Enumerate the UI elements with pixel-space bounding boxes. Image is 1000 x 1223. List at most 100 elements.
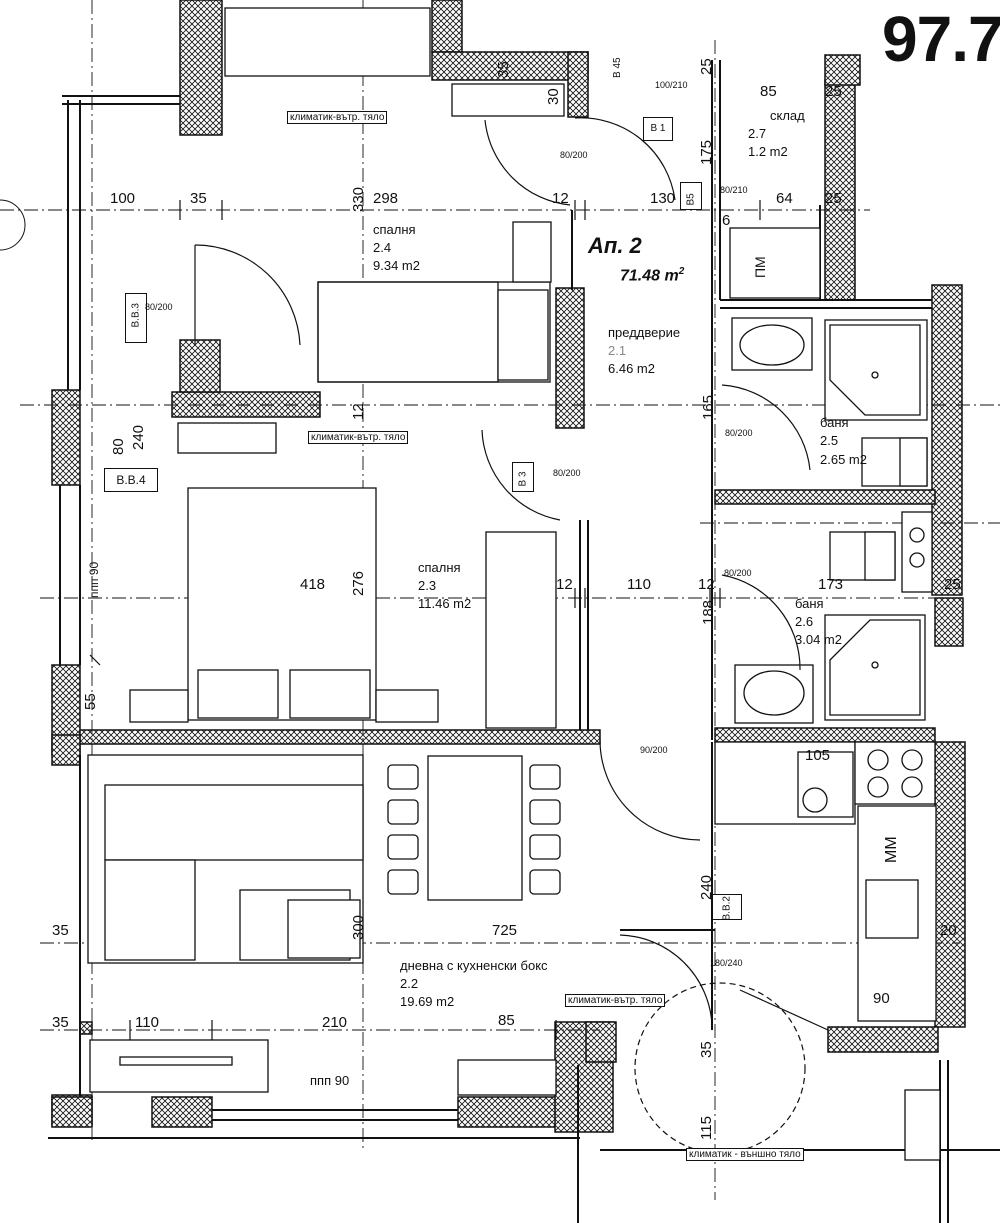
- wall-bath-bottom: [714, 727, 936, 743]
- dim-12c: 12: [556, 576, 573, 593]
- room-living-name: дневна с кухненски бокс: [400, 958, 548, 973]
- dim-100: 100: [110, 190, 136, 207]
- room-storage-area: 1.2 m2: [748, 144, 788, 159]
- door-f6: 90/200: [640, 745, 668, 755]
- window-label-left: ппп 90: [87, 561, 101, 598]
- dim-725: 725: [492, 922, 518, 939]
- dim-298: 298: [373, 190, 399, 207]
- tag-b1: В 1: [643, 117, 673, 141]
- wall-bed23-bottom: [79, 729, 601, 745]
- dim-240c: 240: [130, 424, 147, 450]
- wall-bath-right2: [934, 597, 964, 647]
- apartment-name: Ап. 2: [588, 233, 642, 258]
- dim-35e: 35: [698, 1041, 715, 1058]
- tag-bb4: В.В.4: [104, 468, 158, 492]
- dim-30: 30: [545, 88, 562, 105]
- ac-label-living: климатик-вътр. тяло: [565, 994, 666, 1007]
- dim-110b: 110: [135, 1014, 159, 1031]
- ac-label-outdoor: климатик - външно тяло: [686, 1148, 804, 1161]
- wall-hall-col: [555, 287, 585, 429]
- dim-115: 115: [698, 1116, 715, 1140]
- dim-330: 330: [350, 186, 367, 212]
- door-f1: 80/200: [560, 150, 588, 160]
- dim-85: 85: [760, 83, 777, 100]
- room-hall-area: 6.46 m2: [608, 361, 655, 376]
- dim-35b: 35: [495, 61, 512, 78]
- tag-bb3: В.В.3: [125, 293, 147, 343]
- dim-12a: 12: [552, 190, 569, 207]
- room-hall-name: преддверие: [608, 325, 681, 340]
- room-storage-name: склад: [770, 108, 805, 123]
- wall-top-left: [179, 0, 223, 136]
- wall-kitchen-bottom: [827, 1026, 939, 1053]
- room-living-area: 19.69 m2: [400, 994, 455, 1009]
- door-f2: 80/200: [553, 468, 581, 478]
- dim-90: 90: [873, 990, 890, 1007]
- dim-80: 80: [110, 438, 127, 455]
- dim-20: 20: [940, 922, 957, 939]
- room-bath25-area: 2.65 m2: [820, 452, 867, 467]
- room-living-num: 2.2: [400, 976, 419, 991]
- room-storage-num: 2.7: [748, 126, 767, 141]
- dim-12d: 12: [698, 576, 715, 593]
- tag-pm: ПМ: [745, 235, 775, 291]
- dim-35a: 35: [190, 190, 207, 207]
- dim-188: 188: [700, 599, 717, 625]
- shower-25: [824, 319, 928, 421]
- dim-210: 210: [322, 1014, 348, 1031]
- dim-110a: 110: [627, 576, 651, 593]
- room-hall-num: 2.1: [608, 343, 627, 358]
- room-bath25-name: баня: [820, 415, 849, 430]
- wall-bed24-stub: [179, 339, 221, 393]
- door-f9: 80/200: [145, 302, 173, 312]
- dim-85b: 85: [498, 1012, 515, 1029]
- dim-175: 175: [698, 139, 715, 165]
- wall-right-top: [824, 54, 861, 86]
- wall-left-a: [51, 389, 81, 486]
- dim-12b: 12: [350, 403, 367, 420]
- tag-bb2: В.В.2: [712, 894, 742, 921]
- dim-276: 276: [350, 570, 367, 596]
- wall-top-mid: [431, 0, 463, 53]
- door-f3: 80/200: [725, 428, 753, 438]
- room-bath26-name: баня: [795, 596, 824, 611]
- room-bath26-num: 2.6: [795, 614, 814, 629]
- dim-6: 6: [722, 212, 731, 229]
- dim-25b: 25: [698, 58, 715, 75]
- wall-col-1: [51, 734, 81, 766]
- dimension-ticks: [89, 200, 761, 1040]
- dim-105: 105: [805, 747, 831, 764]
- wall-kitchen-right: [934, 741, 966, 1028]
- door-f5: 80/200: [724, 568, 752, 578]
- dim-64: 64: [776, 190, 793, 207]
- room-bed24-name: спалня: [373, 222, 416, 237]
- wall-bottom-a: [51, 1096, 93, 1128]
- room-bed24-num: 2.4: [373, 240, 392, 255]
- room-bed24-area: 9.34 m2: [373, 258, 420, 273]
- dim-173: 173: [818, 576, 844, 593]
- dim-300: 300: [350, 914, 367, 940]
- wall-col-2: [79, 1021, 93, 1035]
- wall-entry-r: [585, 1021, 617, 1063]
- wall-shaft-r: [567, 51, 589, 118]
- room-bed23-name: спалня: [418, 560, 461, 575]
- stove: [854, 741, 936, 805]
- dim-25c: 25: [825, 83, 842, 100]
- window-label-bottom: ппп 90: [310, 1073, 350, 1088]
- dim-165: 165: [700, 394, 717, 420]
- dim-25a: 25: [825, 190, 842, 207]
- tag-mm: ММ: [872, 812, 912, 872]
- room-bed23-area: 11.46 m2: [418, 596, 472, 611]
- room-bed23-num: 2.3: [418, 578, 437, 593]
- dim-35c: 35: [52, 922, 69, 939]
- dim-240a: 240: [698, 874, 715, 900]
- ac-label-top: климатик-вътр. тяло: [287, 111, 388, 124]
- tag-b5: В5: [680, 182, 702, 210]
- tag-b45: В 45: [612, 57, 623, 78]
- wall-bath-mid: [714, 489, 936, 505]
- wall-right-upper: [824, 79, 856, 301]
- wall-bath-right: [931, 284, 963, 596]
- wall-bed24-bottom: [171, 391, 321, 418]
- dining-table: [427, 755, 523, 901]
